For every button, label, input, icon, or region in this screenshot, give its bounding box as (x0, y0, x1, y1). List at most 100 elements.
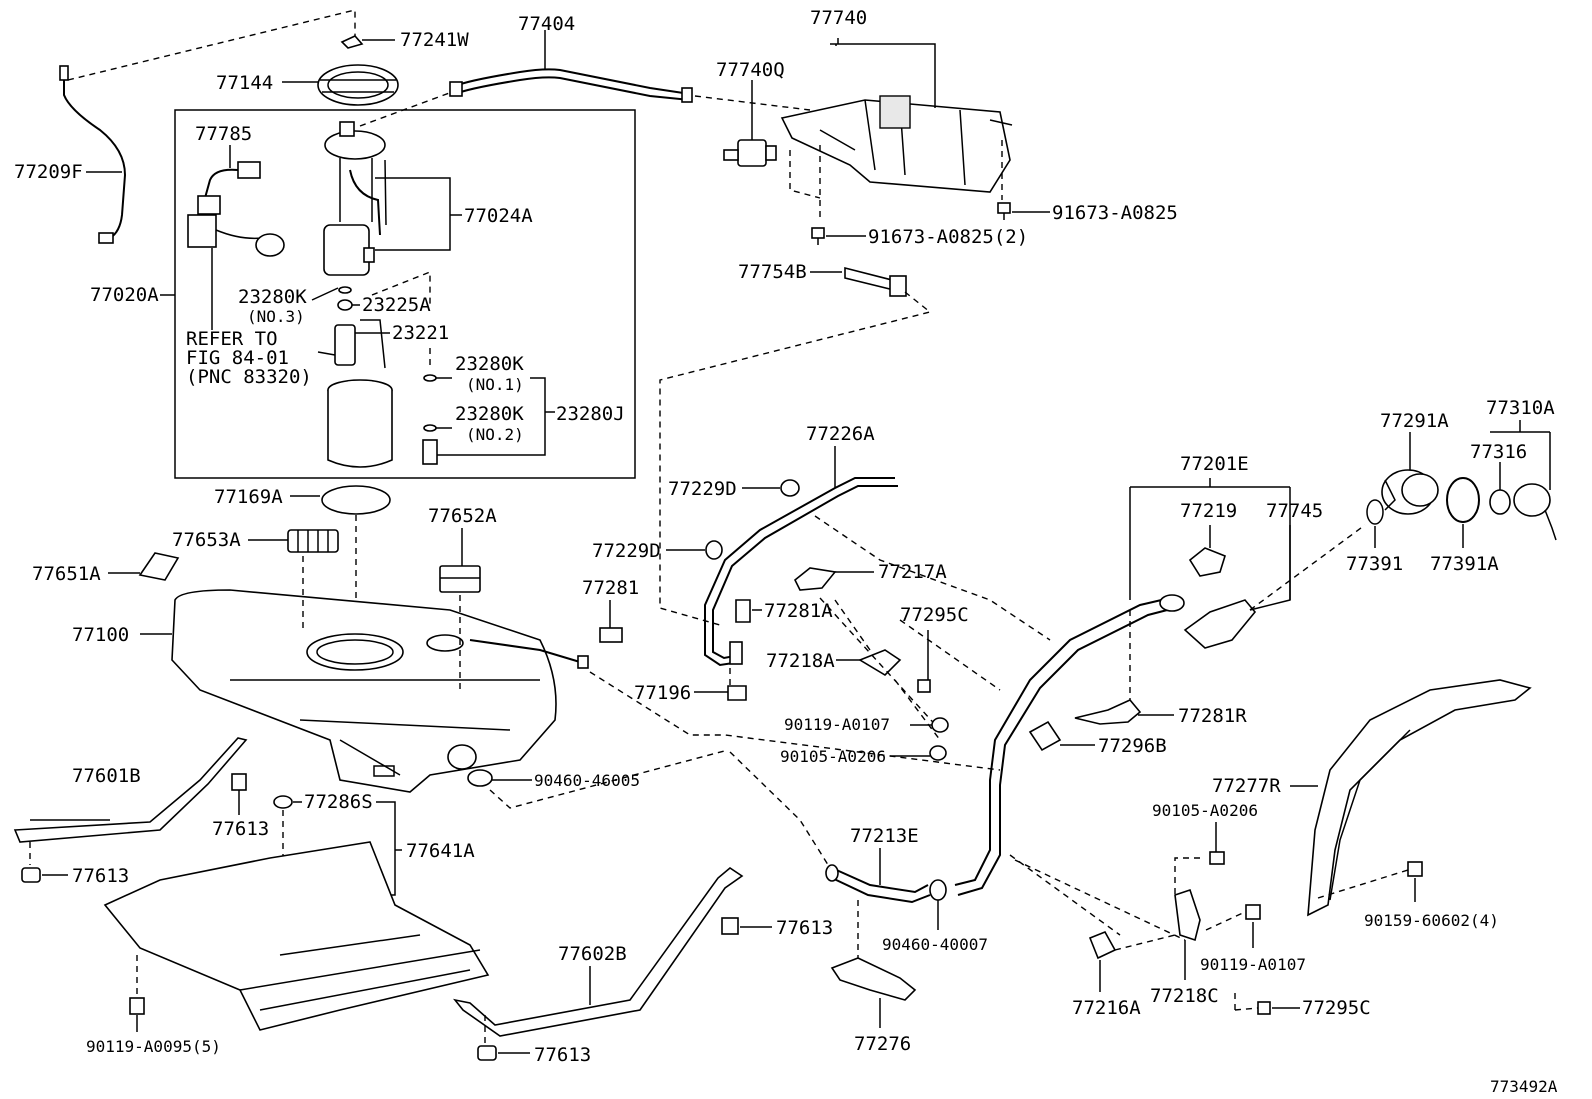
part-77169A-gasket (321, 485, 391, 515)
part-77229D-clamp-b (705, 540, 723, 560)
part-77226A-fuel-tube (704, 477, 898, 667)
part-77291A-cap-housing (1381, 469, 1439, 515)
label-90119-A0107-b: 90119-A0107 (1200, 955, 1306, 974)
label-23280K-no2-sub: (NO.2) (466, 425, 524, 444)
label-91673-A0825-b: 91673-A0825(2) (868, 226, 1028, 248)
part-77613-bolt-a (21, 867, 41, 883)
label-23280K-no2: 23280K (455, 403, 524, 425)
part-90460-40007-clamp (929, 879, 947, 901)
part-90460-46005-clamp (467, 769, 493, 787)
part-23221-fuel-pump (317, 319, 390, 369)
label-23280K-no3-sub: (NO.3) (247, 307, 305, 326)
label-77277R: 77277R (1212, 775, 1281, 797)
part-77391A-ring (1446, 477, 1480, 523)
part-77281A-clip (735, 599, 751, 623)
part-90159-60602-bolt (1407, 861, 1423, 877)
label-77286S: 77286S (304, 791, 373, 813)
label-77404: 77404 (518, 13, 575, 35)
part-77281R-clip (1074, 699, 1142, 725)
part-90119-A0095-bolt (129, 997, 145, 1015)
part-77241W-clip (340, 35, 364, 49)
label-77217A: 77217A (878, 561, 947, 583)
label-refer-1: REFER TO (186, 328, 278, 350)
label-77740: 77740 (810, 7, 867, 29)
label-77281R: 77281R (1178, 705, 1247, 727)
label-77144: 77144 (216, 72, 273, 94)
label-77602B: 77602B (558, 943, 627, 965)
part-77740-charcoal-canister (780, 95, 1013, 193)
label-77601B: 77601B (72, 765, 141, 787)
part-77740Q-vsv-valve (723, 139, 777, 167)
label-77219: 77219 (1180, 500, 1237, 522)
label-77613-a: 77613 (72, 865, 129, 887)
label-77213E: 77213E (850, 825, 919, 847)
label-77295C-b: 77295C (1302, 997, 1371, 1019)
label-90159-60602: 90159-60602(4) (1364, 911, 1499, 930)
part-77209F-sender-wire (59, 65, 127, 244)
part-77276-hose (830, 957, 917, 1001)
label-77316: 77316 (1470, 441, 1527, 463)
part-fuel-sender-gauge (187, 214, 285, 262)
part-77281-fitting (599, 627, 623, 643)
part-77201E-filler-pipe (954, 594, 1185, 896)
label-77291A: 77291A (1380, 410, 1449, 432)
label-77295C-a: 77295C (900, 604, 969, 626)
label-77020A: 77020A (90, 284, 159, 306)
label-77310A: 77310A (1486, 397, 1555, 419)
label-77196: 77196 (634, 682, 691, 704)
label-77100: 77100 (72, 624, 129, 646)
label-77745: 77745 (1266, 500, 1323, 522)
diagram-id: 773492A (1490, 1077, 1558, 1096)
part-77216A-clip (1088, 930, 1117, 960)
label-77218C: 77218C (1150, 985, 1219, 1007)
label-77226A: 77226A (806, 423, 875, 445)
part-77219-cover (1188, 547, 1226, 577)
label-77218A: 77218A (766, 650, 835, 672)
part-77785-harness (197, 161, 261, 215)
label-77740Q: 77740Q (716, 59, 785, 81)
label-77281: 77281 (582, 577, 639, 599)
label-77754B: 77754B (738, 261, 807, 283)
part-fuel-pump-reservoir (327, 379, 393, 468)
label-77276: 77276 (854, 1033, 911, 1055)
label-77613-b: 77613 (212, 818, 269, 840)
label-77391A: 77391A (1430, 553, 1499, 575)
label-77391: 77391 (1346, 553, 1403, 575)
label-refer-2: FIG 84-01 (186, 347, 289, 369)
label-23280J: 23280J (556, 403, 625, 425)
label-90105-A0206-a: 90105-A0206 (780, 747, 886, 766)
label-77613-d: 77613 (534, 1044, 591, 1066)
part-77144-retainer-ring (317, 64, 399, 106)
part-77024A-pump-module (323, 121, 387, 276)
label-23280K-no3: 23280K (238, 286, 307, 308)
label-77229D-b: 77229D (592, 540, 661, 562)
label-77296B: 77296B (1098, 735, 1167, 757)
part-77196-clip (727, 685, 747, 701)
part-77295C-clip-b (1257, 1001, 1271, 1015)
label-77216A: 77216A (1072, 997, 1141, 1019)
label-77785: 77785 (195, 123, 252, 145)
label-77613-c: 77613 (776, 917, 833, 939)
part-23280J-filter (422, 439, 438, 465)
label-90460-46005: 90460-46005 (534, 771, 640, 790)
label-77653A: 77653A (172, 529, 241, 551)
part-90105-A0206-bolt-a (929, 745, 947, 761)
part-77404-vent-tube (449, 68, 693, 103)
part-90119-A0107-bolt-b (1245, 904, 1261, 920)
part-77213E-fuel-hose (825, 864, 931, 904)
label-90105-A0206-b: 90105-A0206 (1152, 801, 1258, 820)
part-77651A-pad (138, 552, 180, 581)
part-77229D-clamp-a (780, 479, 800, 497)
part-77100-fuel-tank (171, 589, 589, 793)
label-90119-A0095: 90119-A0095(5) (86, 1037, 221, 1056)
part-77653A-connector (287, 529, 339, 553)
part-77218A-bracket (858, 649, 902, 677)
label-77024A: 77024A (464, 205, 533, 227)
label-77201E: 77201E (1180, 453, 1249, 475)
part-77754B-hose (844, 266, 907, 297)
part-77286S-plug (273, 795, 293, 809)
label-90460-40007: 90460-40007 (882, 935, 988, 954)
label-77209F: 77209F (14, 161, 83, 183)
label-77651A: 77651A (32, 563, 101, 585)
part-77613-bolt-b (231, 773, 247, 800)
